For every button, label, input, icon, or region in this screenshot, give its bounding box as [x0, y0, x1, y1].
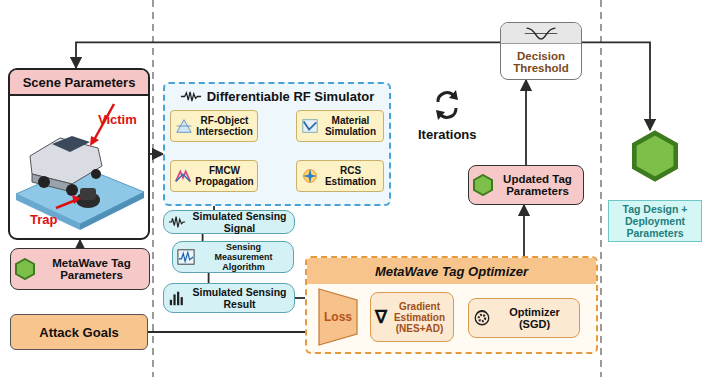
node-text: RF-Object Intersection — [196, 115, 253, 137]
group-box: Scene Parameters — [8, 68, 150, 240]
connector — [582, 42, 650, 130]
process-box: Attack Goals — [10, 314, 148, 350]
group-box: Differentiable RF SimulatorRF-Object Int… — [163, 82, 391, 206]
node-text: Loss — [324, 310, 352, 324]
connector — [202, 234, 204, 241]
process-box: Simulated Sensing Signal — [163, 210, 295, 234]
connector — [525, 80, 527, 165]
iterations-icon — [436, 90, 458, 120]
connector — [208, 273, 210, 283]
node-text: Simulated Sensing Signal — [189, 210, 290, 234]
process-box: Sensing Measurement Algorithm — [172, 241, 294, 273]
node-text: Optimizer (SGD) — [494, 306, 575, 330]
connector — [76, 42, 500, 68]
process-box: Optimizer (SGD) — [468, 298, 580, 338]
label: Victim — [98, 112, 137, 127]
node-text: Decision Threshold — [504, 50, 578, 74]
process-box: ∇Gradient Estimation (NES+AD) — [370, 292, 454, 342]
label: Iterations — [418, 127, 477, 142]
label: Trap — [30, 212, 57, 227]
group-box: Tag Design + Deployment Parameters — [608, 130, 702, 238]
process-box: Loss — [318, 288, 358, 346]
process-box: Updated Tag Parameters — [468, 165, 584, 205]
process-box: Simulated Sensing Result — [163, 283, 295, 313]
node-text: Updated Tag Parameters — [496, 173, 579, 197]
group-box: MetaWave Tag OptimizerLoss ∇Gradient Esti… — [305, 256, 598, 354]
node-text: Attack Goals — [39, 325, 118, 340]
node-text: Differentiable RF Simulator — [207, 89, 375, 104]
node-text: ∇ — [375, 306, 387, 328]
node-text: FMCW Propagation — [195, 165, 253, 187]
node-text: MetaWave Tag Parameters — [38, 257, 145, 281]
node-text: RCS Estimation — [322, 165, 379, 187]
node-text: MetaWave Tag Optimizer — [375, 264, 528, 279]
connector — [148, 331, 318, 333]
node-text: Material Simulation — [322, 115, 379, 137]
node-text: Gradient Estimation (NES+AD) — [390, 301, 449, 334]
connector — [150, 153, 163, 155]
process-box: FMCW Propagation — [170, 160, 258, 192]
group-box: Decision Threshold — [500, 22, 582, 80]
divider — [600, 0, 602, 377]
process-box: Material Simulation — [296, 110, 384, 142]
process-box: RCS Estimation — [296, 160, 384, 192]
node-text: Sensing Measurement Algorithm — [198, 242, 289, 272]
node-text: Tag Design + Deployment Parameters — [613, 203, 697, 239]
process-box: RF-Object Intersection — [170, 110, 258, 142]
node-text: Simulated Sensing Result — [189, 286, 290, 310]
node-text: Scene Parameters — [23, 75, 136, 90]
divider — [152, 0, 154, 377]
connector — [79, 240, 81, 248]
process-box: MetaWave Tag Parameters — [10, 248, 150, 290]
